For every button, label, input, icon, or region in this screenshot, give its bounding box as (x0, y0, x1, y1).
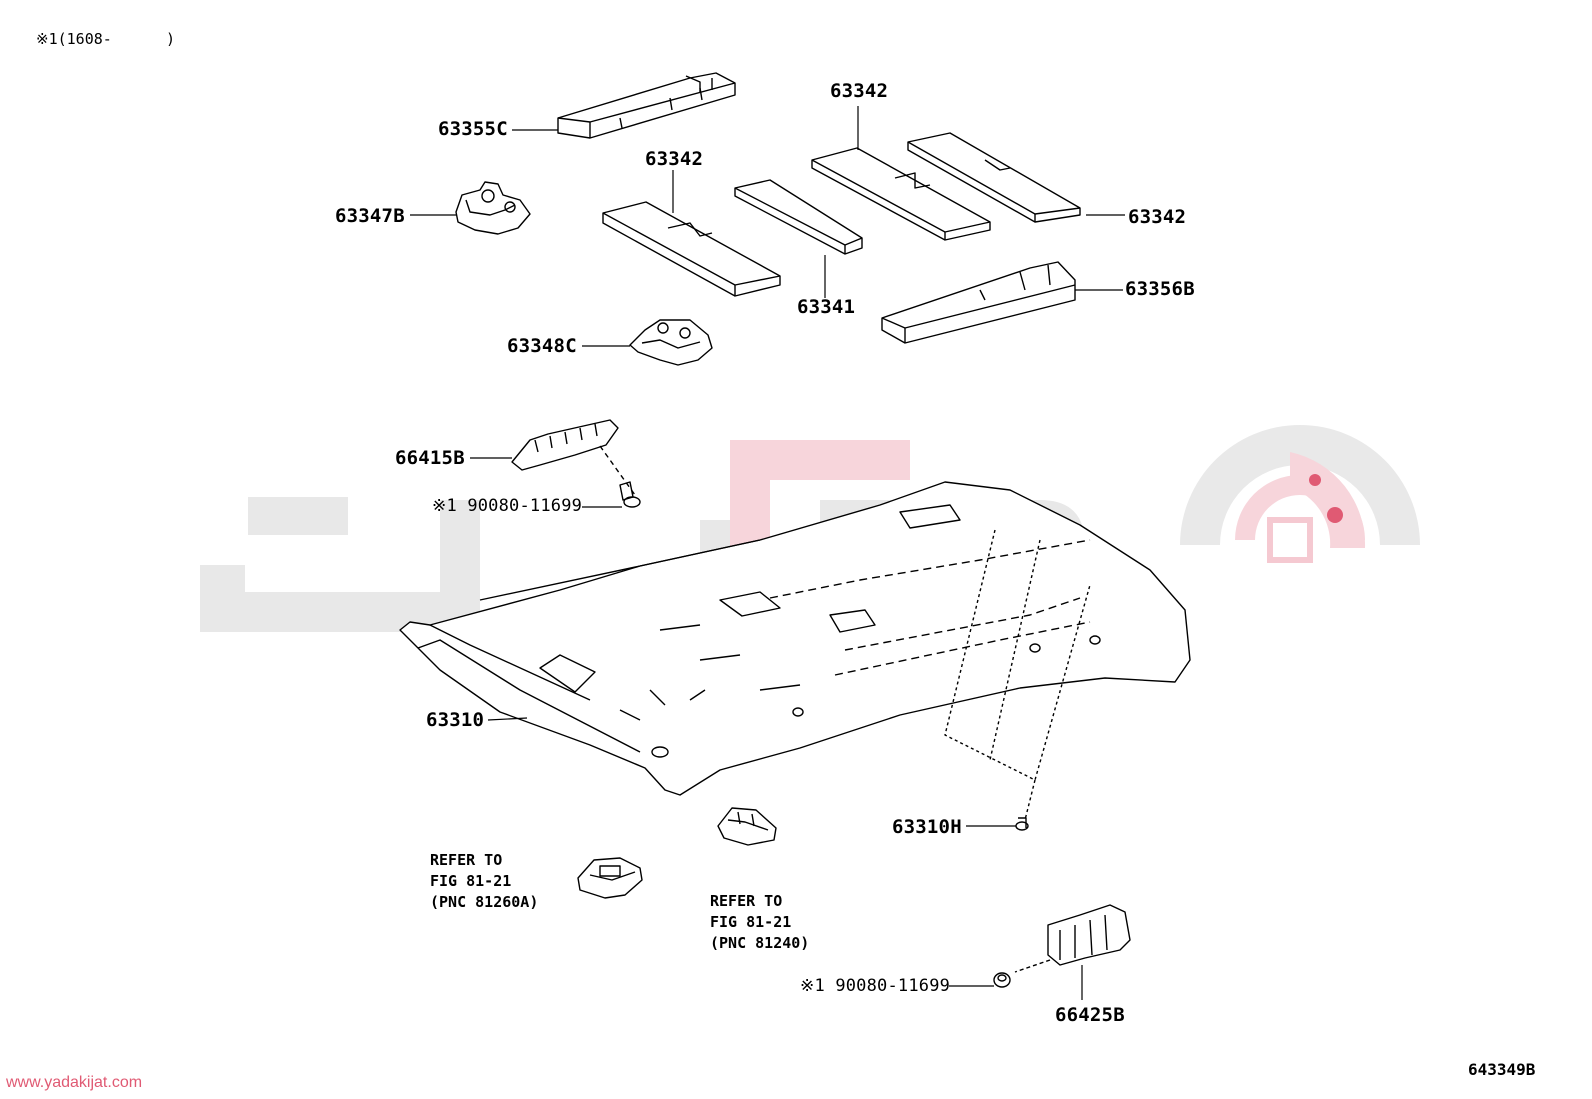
part-66425B-drawing (1014, 904, 1131, 973)
label-90080-upper[interactable]: ※1 90080-11699 (432, 496, 583, 516)
label-90080-lower[interactable]: ※1 90080-11699 (800, 976, 951, 996)
refer-note-81240-line1: REFER TO (710, 892, 783, 910)
leader-lines (410, 106, 1125, 1000)
lamp-81260A-drawing (577, 857, 643, 899)
part-66415B-drawing (511, 419, 636, 496)
part-63342-right-drawing (907, 132, 1081, 223)
part-63347B-drawing (455, 181, 531, 235)
label-63310H[interactable]: 63310H (892, 816, 962, 838)
screw-lower-drawing (993, 972, 1011, 988)
label-66425B[interactable]: 66425B (1055, 1004, 1125, 1026)
refer-note-81260A-line3: (PNC 81260A) (430, 893, 539, 911)
label-63355C[interactable]: 63355C (438, 118, 508, 140)
label-63341[interactable]: 63341 (797, 296, 856, 318)
refer-note-81260A-line2: FIG 81-21 (430, 872, 512, 890)
screw-upper-drawing (619, 481, 641, 508)
refer-note-81240-line3: (PNC 81240) (710, 934, 810, 952)
part-63348C-drawing (629, 319, 713, 366)
refer-note-81260A[interactable]: REFER TO FIG 81-21 (PNC 81260A) (430, 850, 538, 913)
part-63310H-drawing (1015, 817, 1029, 831)
label-63342-top[interactable]: 63342 (830, 80, 889, 102)
part-63341-drawing (734, 179, 863, 255)
label-63348C[interactable]: 63348C (507, 335, 577, 357)
label-63347B[interactable]: 63347B (335, 205, 405, 227)
refer-note-81240[interactable]: REFER TO FIG 81-21 (PNC 81240) (710, 891, 809, 954)
label-63356B[interactable]: 63356B (1125, 278, 1195, 300)
revision-note: ※1(1608- ) (36, 30, 175, 48)
refer-note-81240-line2: FIG 81-21 (710, 913, 792, 931)
part-63356B-drawing (881, 261, 1076, 344)
part-63342-left-drawing (602, 201, 781, 297)
label-63342-mid[interactable]: 63342 (645, 148, 704, 170)
part-63355C-drawing (557, 72, 736, 139)
part-63310-headliner-drawing (399, 481, 1191, 821)
label-63310[interactable]: 63310 (426, 709, 485, 731)
lamp-81240-drawing (717, 807, 777, 846)
website-link[interactable]: www.yadakijat.com (6, 1074, 143, 1091)
label-66415B[interactable]: 66415B (395, 447, 465, 469)
part-63342-middle-drawing (811, 147, 991, 241)
figure-code: 643349B (1468, 1060, 1536, 1079)
label-63342-right[interactable]: 63342 (1128, 206, 1187, 228)
refer-note-81260A-line1: REFER TO (430, 851, 503, 869)
